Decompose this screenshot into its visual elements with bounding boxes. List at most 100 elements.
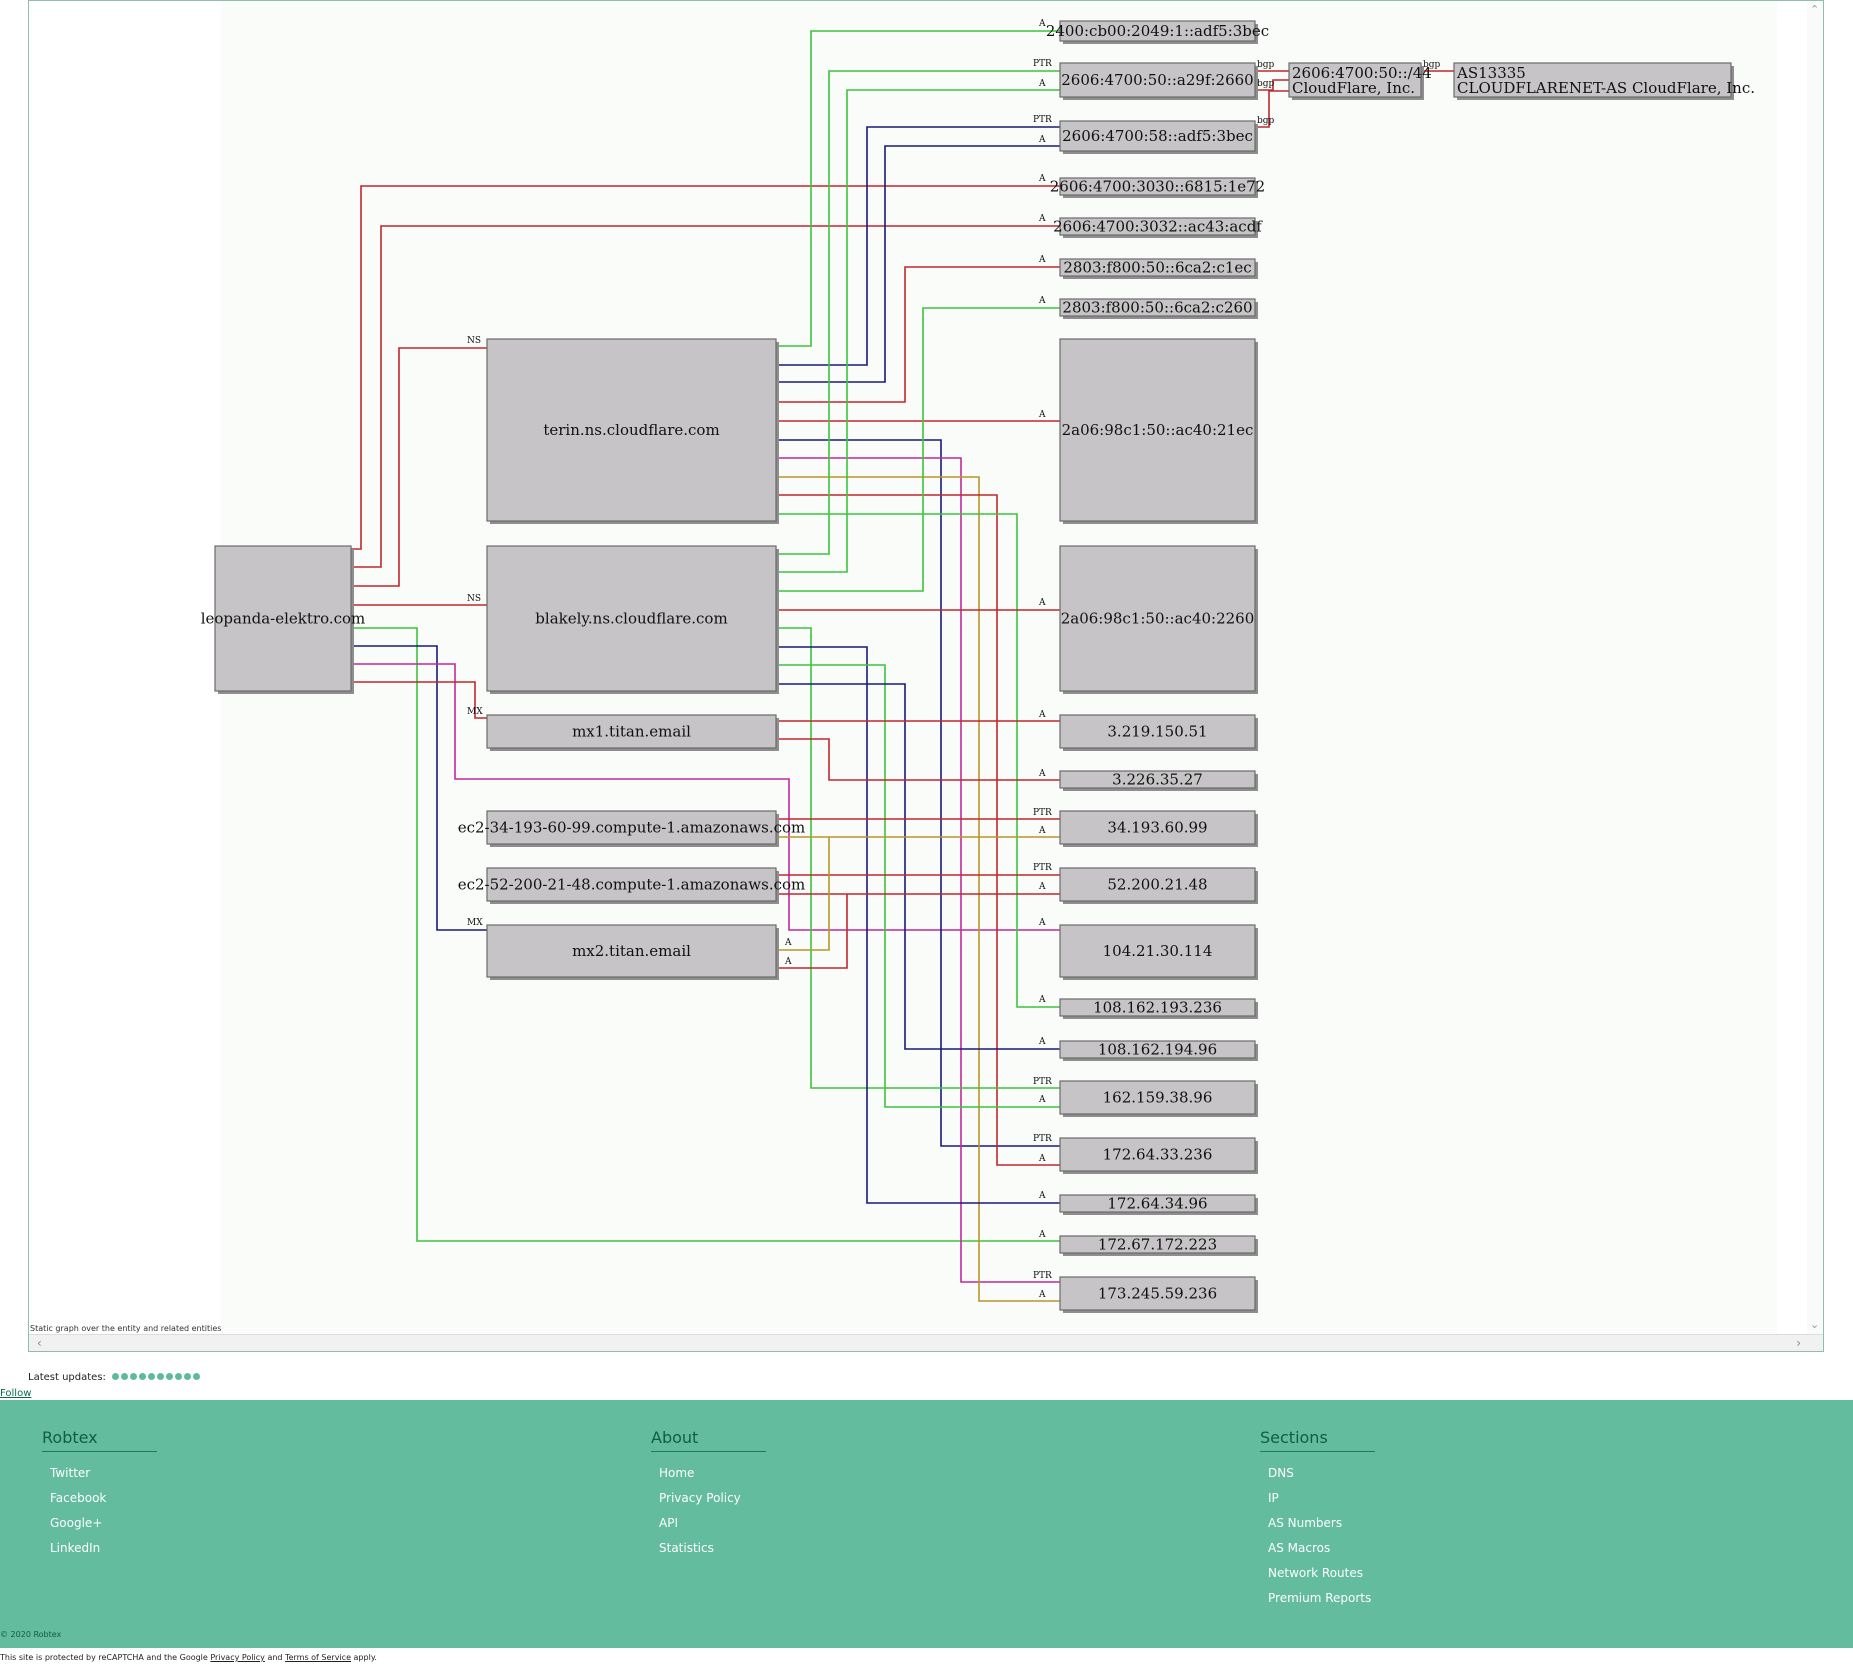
recaptcha-terms-link[interactable]: Terms of Service — [285, 1653, 351, 1662]
node-box[interactable] — [1059, 545, 1256, 692]
node-v4l[interactable]: 173.245.59.236 — [1059, 1276, 1258, 1313]
update-dot[interactable] — [183, 1373, 191, 1380]
node-ip6a[interactable]: 2400:cb00:2049:1::adf5:3bec — [1046, 20, 1269, 44]
node-v4c[interactable]: 34.193.60.99 — [1059, 810, 1258, 847]
scroll-up-icon[interactable]: ⌃ — [1810, 3, 1820, 16]
footer-link-dns[interactable]: DNS — [1268, 1466, 1294, 1480]
node-box[interactable] — [486, 338, 777, 522]
node-v4f[interactable]: 108.162.193.236 — [1059, 998, 1258, 1020]
node-ip6f[interactable]: 2803:f800:50::6ca2:c1ec — [1059, 258, 1258, 280]
footer-link-api[interactable]: API — [659, 1516, 678, 1530]
node-ip6g[interactable]: 2803:f800:50::6ca2:c260 — [1059, 298, 1258, 320]
node-box[interactable] — [486, 714, 777, 749]
update-dot[interactable] — [138, 1373, 146, 1380]
horizontal-scrollbar[interactable]: ‹ › — [29, 1334, 1823, 1351]
node-box[interactable] — [1059, 258, 1256, 277]
node-v4e[interactable]: 104.21.30.114 — [1059, 924, 1258, 980]
node-box[interactable] — [1059, 1276, 1256, 1311]
node-box[interactable] — [1059, 1040, 1256, 1059]
update-dot[interactable] — [174, 1373, 182, 1380]
node-box[interactable] — [1059, 1194, 1256, 1213]
update-dot[interactable] — [156, 1373, 164, 1380]
node-ec2a[interactable]: ec2-34-193-60-99.compute-1.amazonaws.com — [458, 810, 806, 847]
node-ip6i[interactable]: 2a06:98c1:50::ac40:2260 — [1059, 545, 1258, 694]
follow-link[interactable]: Follow — [0, 1388, 32, 1399]
node-v4b[interactable]: 3.226.35.27 — [1059, 770, 1258, 792]
node-box[interactable] — [1059, 177, 1256, 196]
update-dot[interactable] — [120, 1373, 128, 1380]
footer-link-ip[interactable]: IP — [1268, 1491, 1279, 1505]
update-dot[interactable] — [129, 1373, 137, 1380]
node-box[interactable] — [486, 545, 777, 692]
recaptcha-privacy-link[interactable]: Privacy Policy — [210, 1653, 265, 1662]
node-v4d[interactable]: 52.200.21.48 — [1059, 867, 1258, 904]
node-mx1[interactable]: mx1.titan.email — [486, 714, 779, 751]
edge-root-terin — [351, 347, 487, 587]
node-box[interactable] — [214, 545, 352, 692]
scroll-down-icon[interactable]: ⌄ — [1810, 1318, 1820, 1331]
node-box[interactable] — [1059, 714, 1256, 749]
node-box[interactable] — [1059, 1137, 1256, 1172]
node-v4h[interactable]: 162.159.38.96 — [1059, 1080, 1258, 1117]
node-box[interactable] — [1059, 810, 1256, 845]
footer-link-home[interactable]: Home — [659, 1466, 695, 1480]
update-dot[interactable] — [192, 1373, 200, 1380]
node-box[interactable] — [486, 867, 777, 902]
node-box[interactable] — [1059, 20, 1256, 42]
node-box[interactable] — [1059, 298, 1256, 317]
node-ip6c[interactable]: 2606:4700:58::adf5:3bec — [1059, 120, 1258, 154]
node-ip6h[interactable]: 2a06:98c1:50::ac40:21ec — [1059, 338, 1258, 524]
node-v4j[interactable]: 172.64.34.96 — [1059, 1194, 1258, 1216]
node-box[interactable] — [1453, 62, 1732, 98]
update-dot[interactable] — [147, 1373, 155, 1380]
footer-link-facebook[interactable]: Facebook — [50, 1491, 107, 1505]
footer-link-premium-reports[interactable]: Premium Reports — [1268, 1591, 1372, 1605]
footer-link-statistics[interactable]: Statistics — [659, 1541, 714, 1555]
vertical-scrollbar[interactable]: ⌃ ⌄ — [1807, 1, 1823, 1337]
node-label: 108.162.194.96 — [1098, 1041, 1217, 1059]
node-root[interactable]: leopanda-elektro.com — [201, 545, 366, 694]
node-v4a[interactable]: 3.219.150.51 — [1059, 714, 1258, 751]
footer-link-linkedin[interactable]: LinkedIn — [50, 1541, 101, 1555]
node-ip6b[interactable]: 2606:4700:50::a29f:2660 — [1059, 62, 1258, 100]
update-dot[interactable] — [111, 1373, 119, 1380]
node-box[interactable] — [1059, 62, 1256, 98]
node-box[interactable] — [1059, 217, 1256, 236]
node-terin[interactable]: terin.ns.cloudflare.com — [486, 338, 779, 524]
node-ec2b[interactable]: ec2-52-200-21-48.compute-1.amazonaws.com — [458, 867, 806, 904]
node-label: ec2-52-200-21-48.compute-1.amazonaws.com — [458, 876, 806, 894]
node-box[interactable] — [1059, 867, 1256, 902]
update-dots[interactable] — [110, 1372, 200, 1383]
scroll-right-icon[interactable]: › — [1796, 1336, 1801, 1350]
footer-link-privacy-policy[interactable]: Privacy Policy — [659, 1491, 741, 1505]
node-ip6e[interactable]: 2606:4700:3032::ac43:acdf — [1053, 217, 1263, 239]
node-box[interactable] — [1059, 338, 1256, 522]
node-box[interactable] — [1059, 120, 1256, 152]
node-box[interactable] — [486, 924, 777, 978]
footer-link-as-macros[interactable]: AS Macros — [1268, 1541, 1331, 1555]
node-box[interactable] — [1059, 924, 1256, 978]
node-v4k[interactable]: 172.67.172.223 — [1059, 1235, 1258, 1257]
footer-link-googleplus[interactable]: Google+ — [50, 1516, 103, 1530]
node-mx2[interactable]: mx2.titan.email — [486, 924, 779, 980]
node-ip6d[interactable]: 2606:4700:3030::6815:1e72 — [1050, 177, 1265, 199]
node-box[interactable] — [486, 810, 777, 845]
node-box[interactable] — [1059, 1080, 1256, 1115]
node-box[interactable] — [1059, 1235, 1256, 1254]
footer-link-twitter[interactable]: Twitter — [50, 1466, 91, 1480]
footer-link-as-numbers[interactable]: AS Numbers — [1268, 1516, 1343, 1530]
scroll-left-icon[interactable]: ‹ — [37, 1336, 42, 1350]
update-dot[interactable] — [165, 1373, 173, 1380]
edge-blakely-2803-c260 — [776, 307, 1060, 592]
node-box[interactable] — [1059, 770, 1256, 789]
node-box[interactable] — [1288, 62, 1422, 98]
node-box[interactable] — [1059, 998, 1256, 1017]
footer-link-network-routes[interactable]: Network Routes — [1268, 1566, 1364, 1580]
node-v4g[interactable]: 108.162.194.96 — [1059, 1040, 1258, 1062]
node-v4i[interactable]: 172.64.33.236 — [1059, 1137, 1258, 1174]
node-blakely[interactable]: blakely.ns.cloudflare.com — [486, 545, 779, 694]
